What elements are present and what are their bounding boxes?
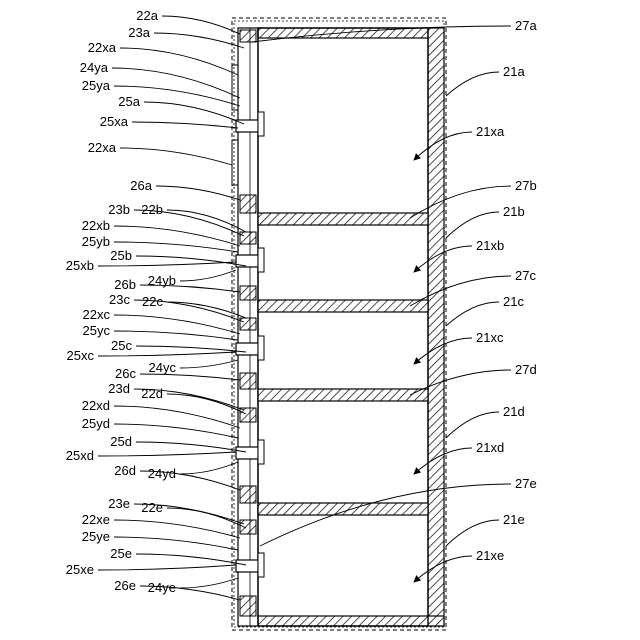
label-21b-leader bbox=[446, 212, 499, 238]
label-25xd-leader bbox=[98, 452, 236, 456]
label-26c: 26c bbox=[115, 366, 136, 381]
label-26e: 26e bbox=[114, 578, 136, 593]
label-23a: 23a bbox=[128, 25, 150, 40]
label-21e: 21e bbox=[503, 512, 525, 527]
label-21xb: 21xb bbox=[476, 238, 504, 253]
label-25ya: 25ya bbox=[82, 78, 111, 93]
label-22a-leader bbox=[162, 16, 240, 34]
housing bbox=[258, 28, 444, 626]
dashed-boundary bbox=[232, 18, 446, 630]
label-21xe: 21xe bbox=[476, 548, 504, 563]
label-25xe-leader bbox=[98, 565, 236, 570]
label-24ya: 24ya bbox=[80, 60, 109, 75]
label-25c-leader bbox=[136, 346, 246, 352]
label-25yb: 25yb bbox=[82, 234, 110, 249]
label-22xb: 22xb bbox=[82, 218, 110, 233]
label-21xa: 21xa bbox=[476, 124, 505, 139]
label-25c: 25c bbox=[111, 338, 132, 353]
label-23c: 23c bbox=[109, 292, 130, 307]
label-22xa: 22xa bbox=[88, 40, 117, 55]
label-25d-leader bbox=[136, 442, 246, 452]
label-25e-leader bbox=[136, 554, 246, 565]
label-24yd: 24yd bbox=[148, 466, 176, 481]
label-27e: 27e bbox=[515, 476, 537, 491]
label-26b: 26b bbox=[114, 277, 136, 292]
label-21xd: 21xd bbox=[476, 440, 504, 455]
label-25xc: 25xc bbox=[67, 348, 95, 363]
label-21d-leader bbox=[446, 412, 499, 438]
label-23b: 23b bbox=[108, 202, 130, 217]
label-24yd-leader bbox=[180, 462, 238, 474]
label-26a: 26a bbox=[130, 178, 152, 193]
label-22xa: 22xa bbox=[88, 140, 117, 155]
label-22xc: 22xc bbox=[83, 307, 111, 322]
label-22b: 22b bbox=[141, 202, 163, 217]
label-25a: 25a bbox=[118, 94, 140, 109]
label-21d: 21d bbox=[503, 404, 525, 419]
label-21e-leader bbox=[446, 520, 499, 546]
label-22c: 22c bbox=[142, 294, 163, 309]
label-25yd-leader bbox=[114, 424, 238, 438]
label-21a: 21a bbox=[503, 64, 525, 79]
label-25xd: 25xd bbox=[66, 448, 94, 463]
label-21c: 21c bbox=[503, 294, 524, 309]
left-labels: 22a 23a 22xa 24ya 25ya 25a 25xa 22xa 26a23b 22b 22… bbox=[66, 8, 246, 600]
label-21c-leader bbox=[446, 302, 499, 326]
label-21a-leader bbox=[446, 72, 499, 96]
label-22xd: 22xd bbox=[82, 398, 110, 413]
label-25xe: 25xe bbox=[66, 562, 94, 577]
label-24yc: 24yc bbox=[149, 360, 177, 375]
label-25b: 25b bbox=[110, 248, 132, 263]
label-22xe-leader bbox=[114, 520, 240, 538]
shelves bbox=[258, 213, 428, 515]
label-22xa-leader bbox=[120, 48, 238, 75]
label-26a-leader bbox=[156, 186, 240, 200]
label-26d: 26d bbox=[114, 463, 136, 478]
label-25yb-leader bbox=[114, 242, 238, 252]
label-25d: 25d bbox=[110, 434, 132, 449]
label-24yc-leader bbox=[180, 360, 238, 368]
label-21xc: 21xc bbox=[476, 330, 504, 345]
label-27b: 27b bbox=[515, 178, 537, 193]
label-22d: 22d bbox=[141, 386, 163, 401]
label-22a: 22a bbox=[136, 8, 158, 23]
label-21b: 21b bbox=[503, 204, 525, 219]
label-24yb-leader bbox=[180, 270, 236, 281]
label-25xa: 25xa bbox=[100, 114, 129, 129]
label-27a: 27a bbox=[515, 18, 537, 33]
label-23e: 23e bbox=[108, 496, 130, 511]
label-22xb-leader bbox=[114, 226, 240, 246]
label-23d: 23d bbox=[108, 381, 130, 396]
label-22xe: 22xe bbox=[82, 512, 110, 527]
label-25yd: 25yd bbox=[82, 416, 110, 431]
door-column bbox=[232, 28, 264, 626]
label-25a-leader bbox=[144, 102, 244, 124]
label-25yc: 25yc bbox=[83, 323, 111, 338]
label-25xb: 25xb bbox=[66, 258, 94, 273]
label-22e: 22e bbox=[141, 500, 163, 515]
label-27c: 27c bbox=[515, 268, 536, 283]
label-25yc-leader bbox=[114, 331, 238, 340]
dashed-inner-boundary bbox=[234, 21, 444, 627]
label-25ye-leader bbox=[114, 537, 238, 550]
label-24ye-leader bbox=[180, 578, 238, 588]
label-25xa-leader bbox=[132, 122, 238, 128]
label-23a-leader bbox=[154, 33, 244, 48]
label-25e: 25e bbox=[110, 546, 132, 561]
label-27d: 27d bbox=[515, 362, 537, 377]
label-22xa-leader bbox=[120, 148, 232, 165]
label-25ye: 25ye bbox=[82, 529, 110, 544]
